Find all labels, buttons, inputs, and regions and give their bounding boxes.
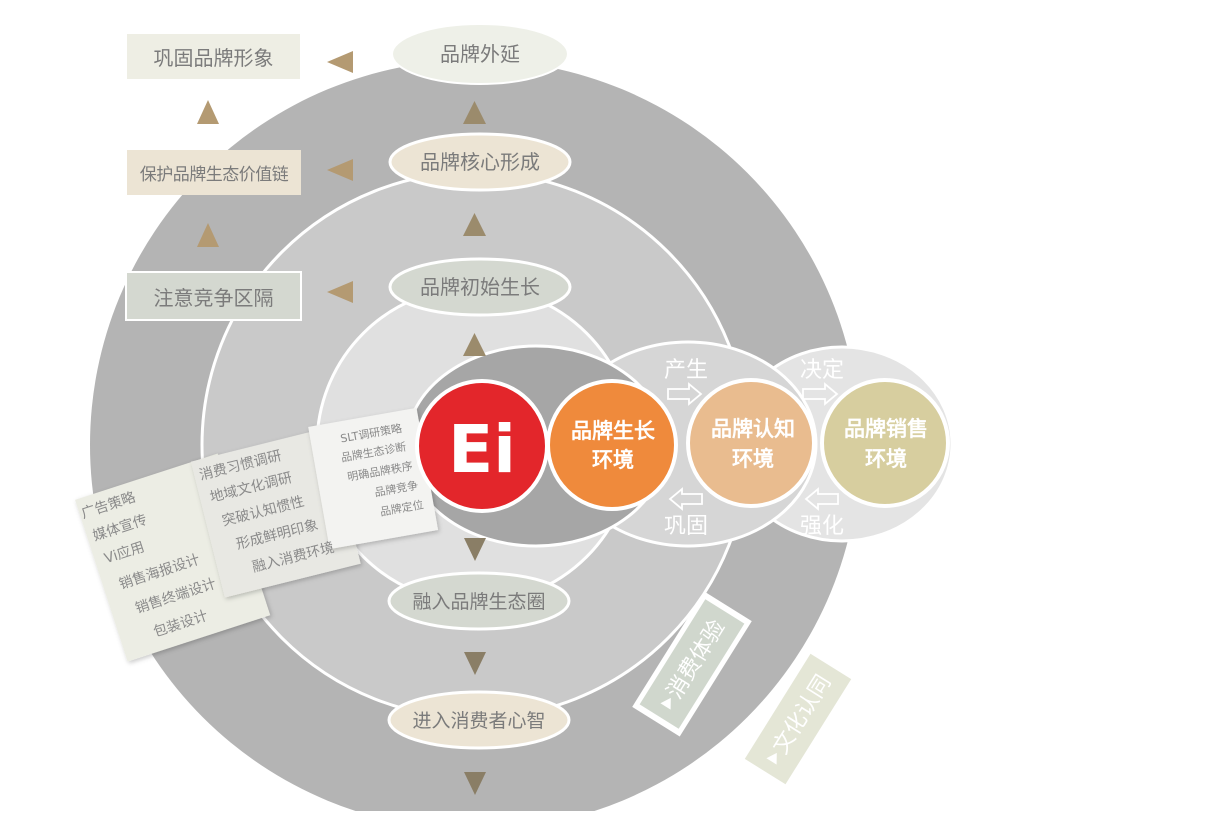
brand-extension-label: 品牌外延 xyxy=(440,42,520,66)
protect-value-chain-box: 保护品牌生态价值链 xyxy=(127,150,301,195)
down-arrow-icon xyxy=(464,772,486,795)
left-arrow-icon xyxy=(804,487,839,511)
growth-environment-circle xyxy=(546,379,678,511)
down-arrow-icon xyxy=(464,652,486,675)
left-arrow-icon xyxy=(668,487,703,511)
brand-initial-growth-oval xyxy=(388,257,572,317)
produce-label: 产生 xyxy=(664,358,708,383)
decide-label: 决定 xyxy=(800,358,844,383)
cognition-environment-circle xyxy=(686,378,816,508)
play-icon xyxy=(660,697,671,710)
cognition-environment-label-2: 环境 xyxy=(732,447,774,471)
protect-value-chain-label: 保护品牌生态价值链 xyxy=(139,165,289,185)
ei-logo-text: Ei xyxy=(448,411,516,488)
up-arrow-icon xyxy=(463,213,486,236)
brand-extension-oval xyxy=(391,23,569,85)
up-arrow-icon xyxy=(197,100,219,124)
cognition-environment-label: 品牌认知 xyxy=(711,417,795,441)
play-icon xyxy=(766,752,777,765)
right-arrow-icon xyxy=(667,382,703,406)
consumer-experience-tag: 消费体验 xyxy=(632,591,752,737)
consolidate-brand-image-box: 巩固品牌形象 xyxy=(127,34,300,79)
ecosystem-label: 融入品牌生态圈 xyxy=(412,591,545,613)
sales-environment-label: 品牌销售 xyxy=(844,417,928,441)
up-arrow-icon xyxy=(197,223,219,247)
left-arrow-icon xyxy=(327,51,353,73)
consumer-mind-label: 进入消费者心智 xyxy=(412,710,545,732)
ecosystem-oval xyxy=(387,571,571,631)
growth-environment-label: 品牌生长 xyxy=(571,419,656,443)
competition-gap-box: 注意竞争区隔 xyxy=(125,271,302,321)
up-arrow-icon xyxy=(463,333,486,356)
left-arrow-icon xyxy=(327,281,353,303)
brand-initial-growth-label: 品牌初始生长 xyxy=(420,275,540,299)
up-arrow-icon xyxy=(463,101,486,124)
left-arrow-icon xyxy=(327,159,353,181)
brand-core-label: 品牌核心形成 xyxy=(420,150,540,174)
strengthen-label: 强化 xyxy=(800,514,844,539)
growth-environment-label-2: 环境 xyxy=(592,448,634,472)
consumer-mind-oval xyxy=(387,690,571,750)
right-arrow-icon xyxy=(802,382,839,406)
consolidate-label: 巩固 xyxy=(664,514,708,539)
inner-fan-panel xyxy=(308,407,439,550)
consolidate-brand-image-label: 巩固品牌形象 xyxy=(153,46,274,70)
brand-core-oval xyxy=(388,132,572,192)
sales-environment-label-2: 环境 xyxy=(865,447,907,471)
sales-environment-circle xyxy=(820,378,950,508)
down-arrow-icon xyxy=(464,538,486,561)
competition-gap-label: 注意竞争区隔 xyxy=(153,285,274,310)
